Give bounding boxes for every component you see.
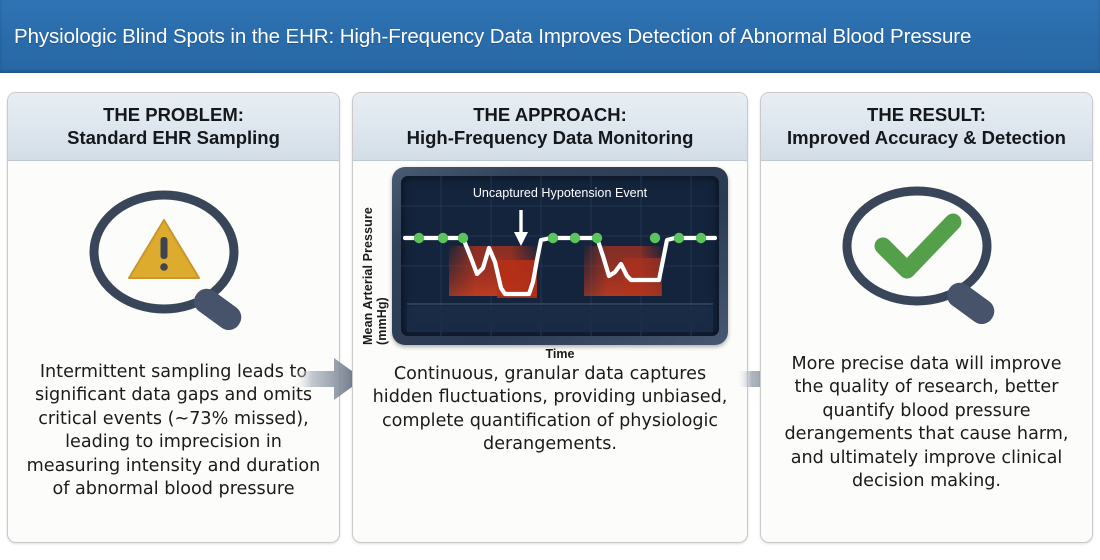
arrow-problem-to-approach bbox=[292, 354, 364, 409]
title-banner: Physiologic Blind Spots in the EHR: High… bbox=[0, 0, 1100, 73]
panel-result: THE RESULT: Improved Accuracy & Detectio… bbox=[760, 92, 1093, 543]
page-title: Physiologic Blind Spots in the EHR: High… bbox=[14, 24, 972, 48]
panel-problem-title-line1: THE PROBLEM: bbox=[103, 103, 244, 125]
chart-x-axis-label: Time bbox=[545, 347, 575, 361]
patient-monitor-icon: Uncaptured Hypotension Event bbox=[392, 167, 728, 345]
intermittent-sample-markers bbox=[413, 232, 707, 244]
panel-result-caption: More precise data will improve the quali… bbox=[784, 354, 1069, 491]
monitor-screen: Uncaptured Hypotension Event bbox=[401, 176, 719, 336]
map-waveform-chart bbox=[401, 176, 719, 336]
panel-approach-caption: Continuous, granular data captures hidde… bbox=[372, 364, 728, 455]
panel-approach: THE APPROACH: High-Frequency Data Monito… bbox=[352, 92, 748, 543]
panel-approach-body: Mean Arterial Pressure (mmHg) bbox=[353, 161, 747, 542]
panel-problem-caption: Intermittent sampling leads to significa… bbox=[26, 362, 321, 499]
panel-result-title-line1: THE RESULT: bbox=[867, 103, 986, 125]
panel-approach-header: THE APPROACH: High-Frequency Data Monito… bbox=[353, 93, 747, 161]
panel-problem-body: Intermittent sampling leads to significa… bbox=[8, 161, 339, 542]
annotation-arrow-icon bbox=[514, 210, 528, 246]
map-waveform-line bbox=[402, 235, 718, 297]
panel-row: THE PROBLEM: Standard EHR Sampling Inter… bbox=[0, 92, 1100, 560]
panel-approach-title-line2: High-Frequency Data Monitoring bbox=[406, 126, 694, 148]
panel-result-header: THE RESULT: Improved Accuracy & Detectio… bbox=[761, 93, 1092, 161]
magnifier-check-icon bbox=[842, 186, 994, 325]
panel-problem-title-line2: Standard EHR Sampling bbox=[67, 126, 280, 148]
magnifier-warning-icon-wrap bbox=[8, 161, 339, 361]
panel-problem: THE PROBLEM: Standard EHR Sampling Inter… bbox=[7, 92, 340, 543]
panel-approach-title-line1: THE APPROACH: bbox=[473, 103, 627, 125]
panel-problem-header: THE PROBLEM: Standard EHR Sampling bbox=[8, 93, 339, 161]
patient-monitor-figure: Mean Arterial Pressure (mmHg) bbox=[353, 161, 747, 361]
panel-result-title-line2: Improved Accuracy & Detection bbox=[787, 126, 1066, 148]
magnifier-warning-icon bbox=[89, 190, 241, 331]
magnifier-check-icon-wrap bbox=[761, 161, 1092, 353]
panel-result-body: More precise data will improve the quali… bbox=[761, 161, 1092, 542]
chart-y-axis-label: Mean Arterial Pressure (mmHg) bbox=[361, 207, 389, 345]
